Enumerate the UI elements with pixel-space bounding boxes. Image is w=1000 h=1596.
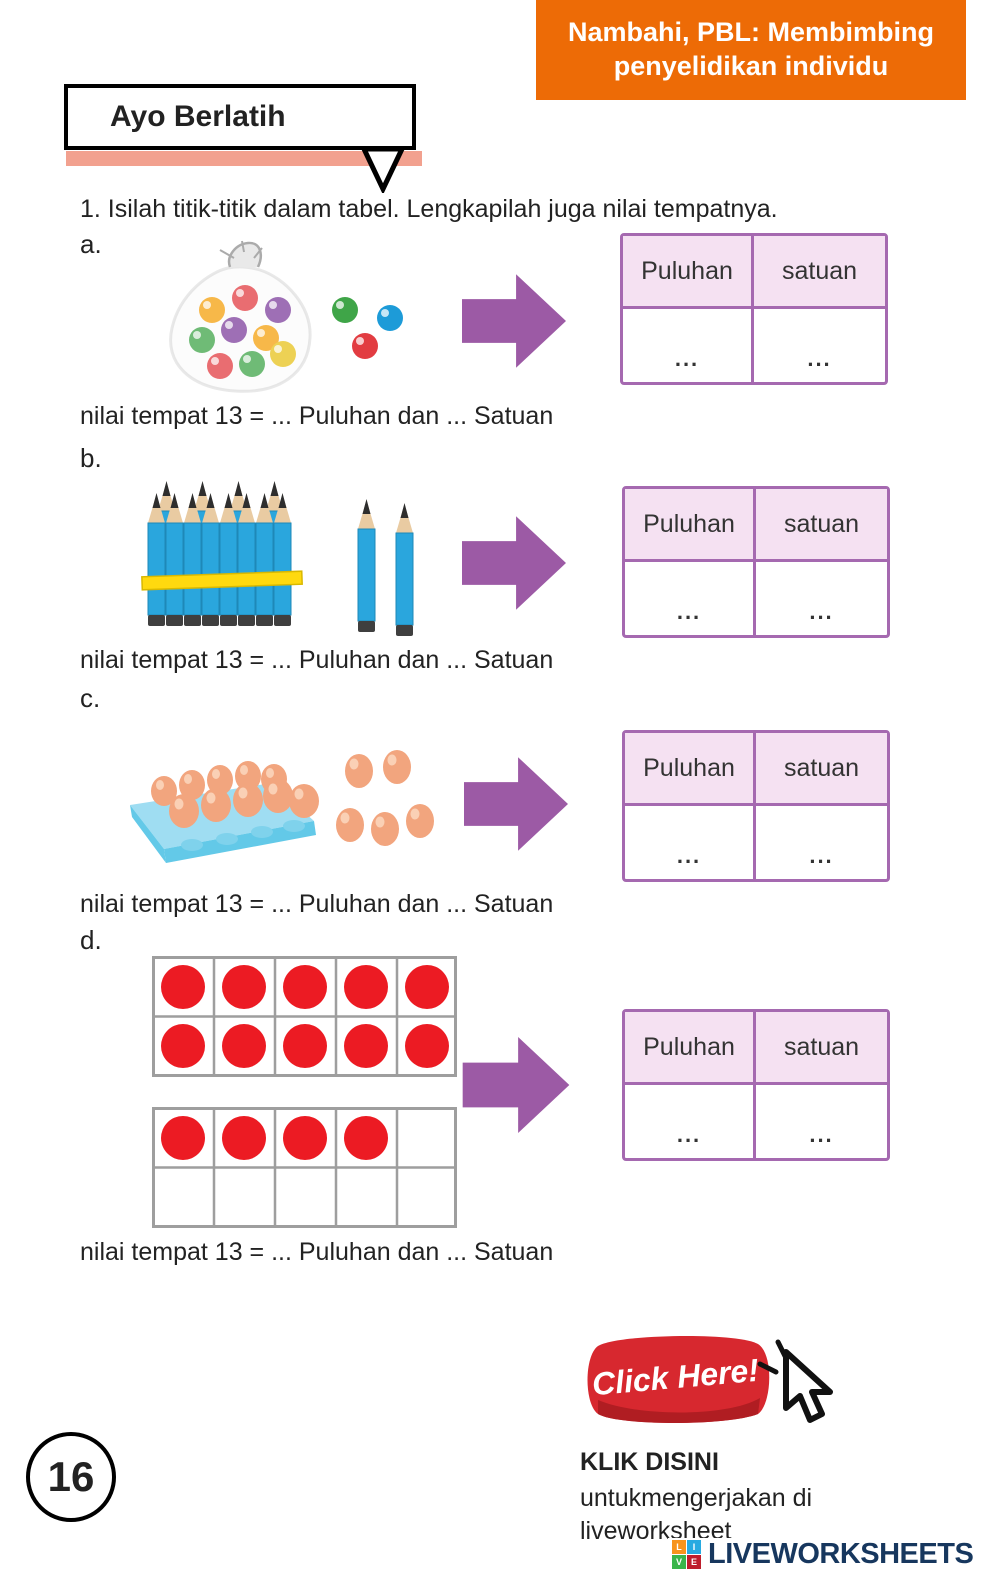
tens-answer-blank[interactable]: ... [625,562,756,635]
ones-answer-blank[interactable]: ... [807,346,832,371]
loose-pencils [357,498,414,637]
loose-marbles [332,297,403,359]
tens-header: Puluhan [625,1012,756,1085]
loose-eggs [336,750,434,846]
pencils-image [141,480,414,637]
item-a-caption: nilai tempat 13 = ... Puluhan dan ... Sa… [80,402,554,430]
item-c-label: c. [80,683,101,713]
item-d-caption: nilai tempat 13 = ... Puluhan dan ... Sa… [80,1238,554,1266]
click-here-button[interactable]: Click Here! [578,1324,778,1434]
tens-header: Puluhan [625,489,756,562]
marbles-in-bag [189,285,296,379]
method-badge: Nambahi, PBL: Membimbing penyelidikan in… [536,0,966,100]
liveworksheets-logo-text: LIVEWORKSHEETS [708,1538,974,1570]
ten-frame-full [152,956,457,1077]
liveworksheets-logo-icon: L I V E [672,1540,701,1569]
place-value-table-b: Puluhan satuan ... ... [622,486,890,638]
ten-frame-partial [152,1107,457,1228]
ones-answer-blank[interactable]: ... [809,599,834,624]
right-arrow-icon [462,1037,570,1133]
badge-line2: penyelidikan individu [613,51,889,81]
ones-header: satuan [756,1012,887,1085]
ones-header: satuan [756,733,887,806]
title-underline-bar [66,151,422,166]
speech-bubble-tail [360,147,406,193]
right-arrow-icon [464,757,568,851]
tens-header: Puluhan [623,236,754,309]
item-c-caption: nilai tempat 13 = ... Puluhan dan ... Sa… [80,890,554,918]
place-value-table-a: Puluhan satuan ... ... [620,233,888,385]
tens-answer-blank[interactable]: ... [625,806,756,879]
place-value-table-d: Puluhan satuan ... ... [622,1009,890,1161]
right-arrow-icon [462,516,566,610]
eggs-in-carton [151,761,319,828]
item-b-label: b. [80,443,102,473]
klik-disini-text[interactable]: KLIK DISINI [580,1448,719,1476]
marbles-bag-image [169,240,403,393]
liveworksheets-logo[interactable]: L I V E LIVEWORKSHEETS [668,1538,974,1571]
item-a-label: a. [80,229,102,259]
ones-answer-blank[interactable]: ... [809,1122,834,1147]
item-b-caption: nilai tempat 13 = ... Puluhan dan ... Sa… [80,646,554,674]
tens-answer-blank[interactable]: ... [623,309,754,382]
ones-answer-blank[interactable]: ... [809,843,834,868]
ten-frames-image [152,956,457,1228]
klik-line2: untukmengerjakan di [580,1484,813,1512]
page-number: 16 [47,1453,95,1500]
right-arrow-icon [462,274,566,368]
eggs-image [130,750,434,863]
ones-header: satuan [754,236,885,309]
section-title-box: Ayo Berlatih [64,84,416,150]
tens-header: Puluhan [625,733,756,806]
cursor-icon [757,1339,833,1423]
tens-answer-blank[interactable]: ... [625,1085,756,1158]
place-value-table-c: Puluhan satuan ... ... [622,730,890,882]
item-d-label: d. [80,925,102,955]
page-number-badge: 16 [26,1432,116,1522]
badge-line1: Nambahi, PBL: Membimbing [567,17,935,48]
ones-header: satuan [756,489,887,562]
instruction-text: 1. Isilah titik-titik dalam tabel. Lengk… [80,195,778,223]
page-title: Ayo Berlatih [110,100,286,133]
